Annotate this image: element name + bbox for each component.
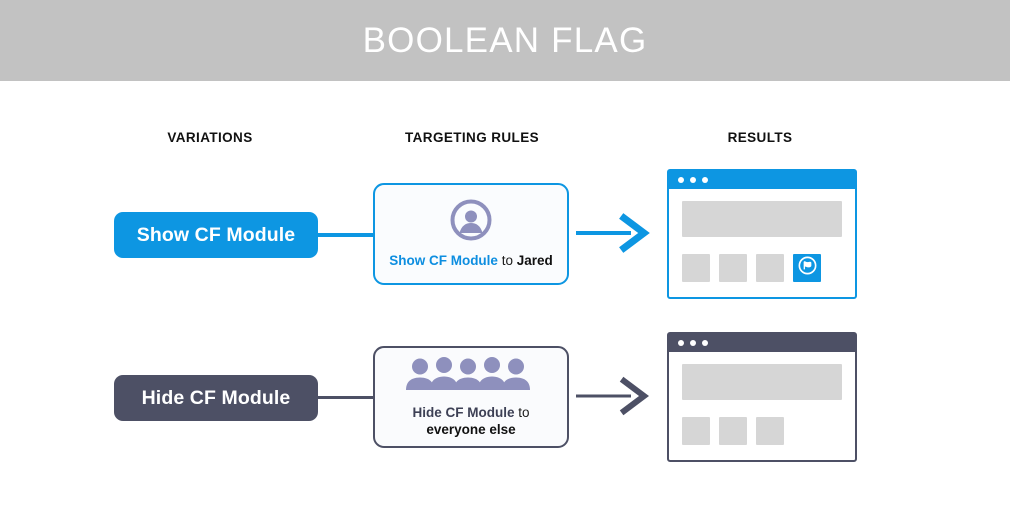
content-tile xyxy=(682,417,710,445)
column-heading-variations: VARIATIONS xyxy=(167,130,253,145)
targeting-rule-card-hide[interactable]: Hide CF Module to everyone else xyxy=(373,346,569,448)
browser-titlebar-hide xyxy=(669,334,855,352)
feature-flag-tile[interactable] xyxy=(793,254,821,282)
content-tile xyxy=(719,254,747,282)
rule-flag-label-show: Show CF Module xyxy=(389,253,498,268)
variation-pill-show-cf-module[interactable]: Show CF Module xyxy=(114,212,318,258)
page-header: BOOLEAN FLAG xyxy=(0,0,1010,81)
rule-conjunction-show: to xyxy=(501,253,513,268)
content-placeholder-block xyxy=(682,201,842,237)
result-browser-window-hide xyxy=(667,332,857,462)
column-heading-targeting-rules: TARGETING RULES xyxy=(405,130,539,145)
content-tile xyxy=(756,254,784,282)
browser-dot xyxy=(678,340,684,346)
rule-target-hide: everyone else xyxy=(426,421,516,437)
flow-arrow-show xyxy=(576,212,656,263)
browser-body-hide xyxy=(669,352,855,460)
tile-row-hide xyxy=(682,417,842,445)
browser-titlebar-show xyxy=(669,171,855,189)
connector-line-show xyxy=(316,233,376,237)
page-title: BOOLEAN FLAG xyxy=(362,20,648,60)
single-user-icon xyxy=(450,199,492,246)
rule-target-show: Jared xyxy=(516,253,553,268)
variation-pill-hide-cf-module[interactable]: Hide CF Module xyxy=(114,375,318,421)
rule-flag-label-hide: Hide CF Module xyxy=(412,404,515,420)
browser-dot xyxy=(690,177,696,183)
content-tile xyxy=(719,417,747,445)
connector-line-hide xyxy=(316,396,376,399)
tile-row-show xyxy=(682,254,842,282)
result-browser-window-show xyxy=(667,169,857,299)
rule-description-hide: Hide CF Module to everyone else xyxy=(406,404,535,438)
rule-conjunction-hide: to xyxy=(518,404,530,420)
browser-dot xyxy=(702,177,708,183)
column-heading-results: RESULTS xyxy=(727,130,793,145)
browser-dot xyxy=(678,177,684,183)
content-tile xyxy=(756,417,784,445)
browser-body-show xyxy=(669,189,855,297)
rule-description-show: Show CF Module to Jared xyxy=(383,252,559,269)
flow-arrow-hide xyxy=(576,375,656,426)
content-placeholder-block xyxy=(682,364,842,400)
browser-dot xyxy=(690,340,696,346)
browser-dot xyxy=(702,340,708,346)
group-of-people-icon xyxy=(404,356,538,396)
content-tile xyxy=(682,254,710,282)
targeting-rule-card-show[interactable]: Show CF Module to Jared xyxy=(373,183,569,285)
feature-flag-icon xyxy=(797,255,818,281)
